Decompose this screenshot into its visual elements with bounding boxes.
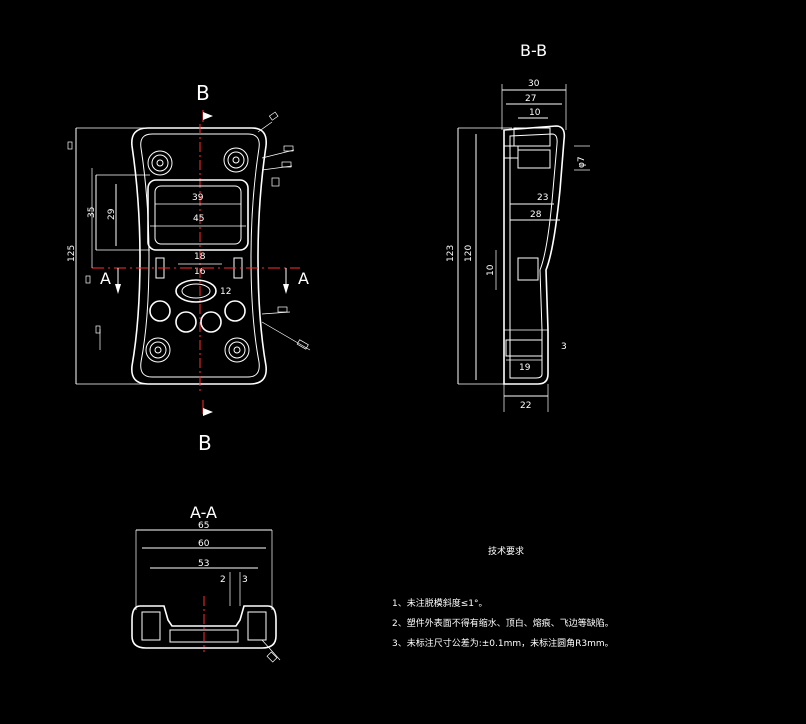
button-post: [517, 257, 539, 281]
dim-phi7: φ7: [577, 156, 587, 168]
leader-right-1: [257, 121, 273, 133]
screw-boss-top-left: [147, 150, 173, 176]
section-aa-view: A-A 65 60 53 2 3: [131, 503, 281, 663]
flag-3: [95, 325, 101, 334]
boss-side-top: [503, 145, 519, 159]
note-item-1: 1、未注脱模斜度≤1°。: [392, 597, 488, 609]
flag-aa: [266, 651, 278, 663]
screen-pocket: [517, 149, 551, 169]
dim-29: 29: [107, 208, 117, 220]
leader-right-5: [261, 321, 311, 351]
body-outline-inner: [140, 133, 260, 378]
arrow-a-right: [283, 284, 289, 294]
notes-title: 技术要求: [488, 545, 524, 557]
dim-125: 125: [67, 245, 77, 262]
screw-boss-bottom-left: [145, 337, 171, 363]
screw-boss-top-right: [223, 147, 249, 173]
dim-23: 23: [537, 193, 548, 203]
dim-27: 27: [525, 94, 536, 104]
dim-12: 12: [220, 287, 231, 297]
button-hole-1: [149, 300, 171, 322]
button-hole-2: [175, 311, 197, 333]
dim-65: 65: [198, 521, 209, 531]
section-mark-a-right: A: [298, 269, 309, 288]
flag-9: [296, 339, 309, 350]
section-aa-left-wall: [141, 611, 161, 641]
flag-1: [67, 141, 73, 150]
dim-2: 2: [220, 575, 226, 585]
dim-53: 53: [198, 559, 209, 569]
flag-2: [85, 275, 91, 284]
front-view: B B 39 45 1: [67, 81, 311, 455]
oval-button-hole-inner: [181, 283, 211, 299]
side-profile-outer: [503, 125, 566, 385]
button-hole-3: [200, 311, 222, 333]
screw-boss-bottom-right: [224, 337, 250, 363]
flag-8: [277, 306, 288, 313]
section-mark-a-left: A: [100, 269, 111, 288]
dim-120: 120: [464, 245, 474, 262]
dim-3-aa: 3: [242, 575, 248, 585]
section-aa-floor: [169, 629, 239, 643]
screen-window-outer: [147, 179, 249, 251]
dim-3: 3: [561, 342, 567, 352]
dim-22: 22: [520, 401, 531, 411]
section-aa-right-wall: [247, 611, 267, 641]
dim-45: 45: [193, 214, 204, 224]
dim-10-mid: 10: [486, 264, 496, 276]
boss-bottom: [505, 339, 543, 357]
flag-6: [281, 161, 292, 168]
arrow-b-top: [203, 112, 213, 120]
note-item-3: 3、未标注尺寸公差为:±0.1mm，未标注圆角R3mm。: [392, 637, 614, 649]
dim-30: 30: [528, 79, 540, 89]
top-lip: [513, 127, 551, 147]
section-bb-title: B-B: [520, 41, 547, 60]
section-aa-title: A-A: [190, 503, 217, 522]
arrow-a-left: [115, 284, 121, 294]
dim-16: 16: [194, 267, 206, 277]
section-bb-view: B-B 30 27 10 123 120 10 φ7 23: [446, 41, 590, 412]
dim-39: 39: [192, 193, 204, 203]
flag-5: [283, 145, 294, 152]
screen-window-inner: [154, 185, 242, 245]
dim-10-top: 10: [529, 108, 541, 118]
flag-7: [271, 177, 280, 187]
dim-19: 19: [519, 363, 531, 373]
button-hole-4: [224, 300, 246, 322]
flag-4: [268, 111, 279, 121]
body-outline-outer: [131, 127, 268, 385]
oval-button-hole: [175, 279, 217, 303]
dim-28: 28: [530, 210, 542, 220]
arrow-b-bottom: [203, 408, 213, 416]
technical-notes: 技术要求 1、未注脱模斜度≤1°。 2、塑件外表面不得有缩水、顶白、熔痕、飞边等…: [392, 545, 614, 649]
dim-18: 18: [194, 252, 206, 262]
dim-60: 60: [198, 539, 210, 549]
section-mark-b-top: B: [196, 81, 210, 105]
leader-aa: [261, 639, 281, 661]
note-item-2: 2、塑件外表面不得有缩水、顶白、熔痕、飞边等缺陷。: [392, 617, 614, 629]
leader-right-3: [261, 165, 293, 171]
section-mark-b-bottom: B: [198, 431, 212, 455]
dim-123: 123: [446, 245, 456, 262]
side-profile-inner: [509, 133, 558, 379]
